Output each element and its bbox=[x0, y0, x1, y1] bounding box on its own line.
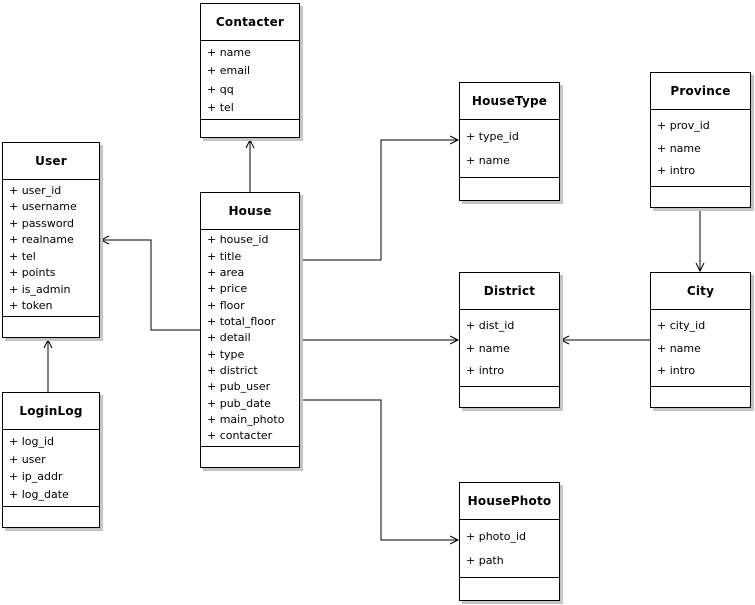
entity-housephoto-title: HousePhoto bbox=[460, 483, 559, 520]
attribute: + is_admin bbox=[9, 282, 71, 296]
entity-house[interactable]: House + house_id + title + area + price … bbox=[200, 192, 300, 468]
attribute: + contacter bbox=[207, 429, 273, 443]
attribute: + pub_date bbox=[207, 396, 271, 410]
attribute: + total_floor bbox=[207, 315, 276, 329]
attribute: + log_date bbox=[9, 488, 69, 502]
entity-province[interactable]: Province + prov_id + name + intro bbox=[650, 72, 751, 208]
entity-province-attributes: + prov_id + name + intro bbox=[651, 110, 750, 186]
entity-loginlog-attributes: + log_id + user + ip_addr + log_date bbox=[3, 430, 99, 506]
attribute: + price bbox=[207, 282, 248, 296]
entity-house-attributes: + house_id + title + area + price + floo… bbox=[201, 230, 299, 446]
entity-housephoto[interactable]: HousePhoto + photo_id + path bbox=[459, 482, 560, 601]
attribute: + realname bbox=[9, 233, 74, 247]
attribute: + tel bbox=[9, 249, 36, 263]
attribute: + type_id bbox=[466, 130, 519, 144]
attribute: + photo_id bbox=[466, 530, 526, 544]
attribute: + token bbox=[9, 299, 53, 313]
entity-housephoto-footer bbox=[460, 577, 559, 600]
attribute: + intro bbox=[466, 363, 505, 377]
attribute: + main_photo bbox=[207, 413, 285, 427]
entity-loginlog-title: LoginLog bbox=[3, 393, 99, 430]
attribute: + name bbox=[657, 141, 701, 155]
attribute: + user_id bbox=[9, 183, 62, 197]
entity-contacter-attributes: + name + email + qq + tel bbox=[201, 41, 299, 119]
entity-contacter[interactable]: Contacter + name + email + qq + tel bbox=[200, 3, 300, 138]
entity-loginlog-footer bbox=[3, 506, 99, 527]
attribute: + title bbox=[207, 249, 242, 263]
attribute: + floor bbox=[207, 298, 245, 312]
attribute: + tel bbox=[207, 100, 234, 114]
attribute: + name bbox=[207, 46, 251, 60]
attribute: + prov_id bbox=[657, 119, 710, 133]
attribute: + dist_id bbox=[466, 319, 515, 333]
entity-user-attributes: + user_id + username + password + realna… bbox=[3, 180, 99, 316]
entity-district-attributes: + dist_id + name + intro bbox=[460, 310, 559, 386]
attribute: + username bbox=[9, 200, 77, 214]
entity-loginlog[interactable]: LoginLog + log_id + user + ip_addr + log… bbox=[2, 392, 100, 528]
entity-house-footer bbox=[201, 446, 299, 467]
entity-housetype-footer bbox=[460, 177, 559, 200]
connector-house-housephoto bbox=[300, 399, 460, 545]
attribute: + city_id bbox=[657, 319, 706, 333]
entity-district-title: District bbox=[460, 273, 559, 310]
entity-contacter-title: Contacter bbox=[201, 4, 299, 41]
entity-city-attributes: + city_id + name + intro bbox=[651, 310, 750, 386]
attribute: + intro bbox=[657, 363, 696, 377]
entity-housetype-title: HouseType bbox=[460, 83, 559, 120]
attribute: + ip_addr bbox=[9, 470, 63, 484]
connector-house-housetype bbox=[300, 135, 460, 261]
attribute: + detail bbox=[207, 331, 251, 345]
attribute: + name bbox=[657, 341, 701, 355]
attribute: + name bbox=[466, 153, 510, 167]
attribute: + house_id bbox=[207, 233, 269, 247]
attribute: + email bbox=[207, 64, 251, 78]
attribute: + user bbox=[9, 452, 46, 466]
attribute: + password bbox=[9, 216, 74, 230]
attribute: + type bbox=[207, 347, 245, 361]
attribute: + pub_user bbox=[207, 380, 271, 394]
entity-city[interactable]: City + city_id + name + intro bbox=[650, 272, 751, 408]
entity-housephoto-attributes: + photo_id + path bbox=[460, 520, 559, 577]
entity-district-footer bbox=[460, 386, 559, 407]
entity-user-title: User bbox=[3, 143, 99, 180]
entity-user-footer bbox=[3, 316, 99, 337]
attribute: + district bbox=[207, 364, 258, 378]
entity-province-title: Province bbox=[651, 73, 750, 110]
entity-district[interactable]: District + dist_id + name + intro bbox=[459, 272, 560, 408]
attribute: + area bbox=[207, 266, 245, 280]
attribute: + qq bbox=[207, 82, 234, 96]
entity-city-title: City bbox=[651, 273, 750, 310]
attribute: + log_id bbox=[9, 434, 55, 448]
attribute: + name bbox=[466, 341, 510, 355]
entity-province-footer bbox=[651, 186, 750, 207]
entity-user[interactable]: User + user_id + username + password + r… bbox=[2, 142, 100, 338]
attribute: + intro bbox=[657, 163, 696, 177]
attribute: + path bbox=[466, 553, 504, 567]
attribute: + points bbox=[9, 266, 56, 280]
entity-housetype[interactable]: HouseType + type_id + name bbox=[459, 82, 560, 201]
entity-contacter-footer bbox=[201, 119, 299, 137]
entity-city-footer bbox=[651, 386, 750, 407]
entity-housetype-attributes: + type_id + name bbox=[460, 120, 559, 177]
entity-house-title: House bbox=[201, 193, 299, 230]
